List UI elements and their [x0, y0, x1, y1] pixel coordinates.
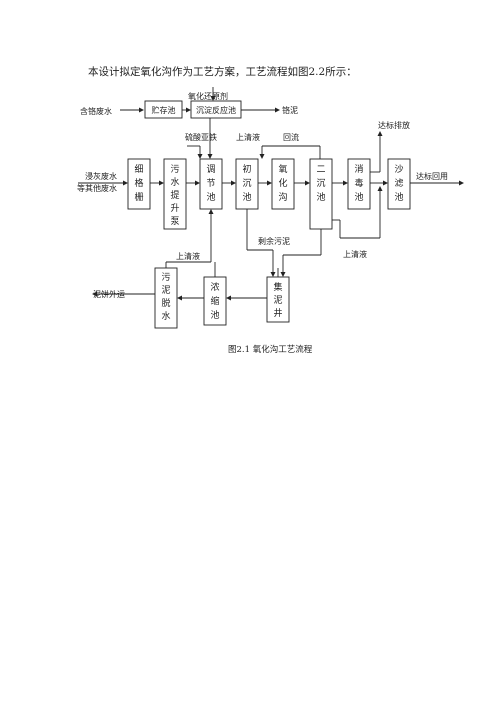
arrowhead [270, 272, 276, 277]
arrowhead [377, 186, 383, 191]
label-ferrous-sulfate: 硫酸亚铁 [185, 132, 217, 142]
label-oxidant: 氧化还原剂 [188, 91, 228, 101]
label-chrome-sludge: 铬泥 [282, 105, 298, 115]
label-lime-wastewater-1: 浸灰废水 [85, 171, 117, 181]
arrowhead [92, 291, 97, 297]
node-reaction [190, 100, 242, 119]
node-dewater-label: 污泥脱水 [161, 271, 170, 322]
node-collect-label: 集泥井 [273, 281, 282, 319]
node-pump [163, 158, 187, 230]
label-supernatant-left: 上清液 [176, 251, 200, 261]
arrowhead [139, 107, 144, 113]
arrowhead [197, 154, 203, 159]
node-oxidation [271, 158, 295, 210]
node-adjust-label: 调节池 [206, 164, 215, 203]
node-storage [144, 100, 183, 119]
arrowhead [231, 180, 236, 186]
node-storage-label: 贮存池 [152, 105, 176, 115]
node-disinfect-label: 消毒池 [354, 163, 363, 203]
node-pump-label: 污水提升泵 [170, 163, 179, 227]
arrowhead [459, 180, 464, 186]
arrowhead [305, 180, 310, 186]
arrowhead [159, 180, 164, 186]
node-reaction-label: 沉淀反应池 [196, 105, 236, 115]
arrowhead [343, 180, 348, 186]
arrowhead [280, 272, 286, 277]
node-thicken-label: 浓缩池 [210, 282, 219, 321]
arrowhead [186, 107, 191, 113]
node-sand-filter-label: 沙滤池 [394, 164, 403, 203]
label-supernatant-right: 上清液 [343, 249, 367, 259]
arrowhead [377, 131, 383, 136]
node-disinfect [347, 158, 371, 210]
label-chrome-wastewater: 含铬废水 [80, 106, 112, 116]
label-lime-wastewater-2: 等其他废水 [77, 183, 117, 193]
node-oxidation-label: 氧化沟 [278, 163, 287, 203]
node-secondary-label: 二沉池 [316, 165, 325, 203]
label-supernatant-top: 上清液 [236, 132, 260, 142]
arrowhead [275, 107, 280, 113]
figure-caption: 图2.1 氧化沟工艺流程 [228, 344, 313, 355]
arrowhead [123, 180, 128, 186]
label-reuse: 达标回用 [416, 171, 448, 181]
arrowhead [207, 154, 213, 159]
arrowhead [267, 180, 272, 186]
arrowhead [177, 295, 182, 301]
arrowhead [259, 154, 265, 159]
node-primary-label: 初沉池 [242, 163, 251, 203]
intro-text: 本设计拟定氧化沟作为工艺方案，工艺流程如图2.2所示： [88, 66, 357, 78]
arrowhead [210, 96, 216, 101]
label-discharge: 达标排放 [378, 120, 410, 130]
arrowhead [208, 209, 214, 214]
node-screen [127, 158, 151, 210]
label-excess-sludge: 剩余污泥 [258, 236, 290, 246]
node-sand-filter [387, 158, 411, 210]
arrowhead [383, 180, 388, 186]
arrowhead [226, 295, 231, 301]
node-screen-label: 细格栅 [134, 163, 143, 203]
label-sludge-out: 泥饼外运 [93, 289, 125, 299]
label-reflux: 回流 [283, 132, 299, 142]
arrowhead [195, 180, 200, 186]
